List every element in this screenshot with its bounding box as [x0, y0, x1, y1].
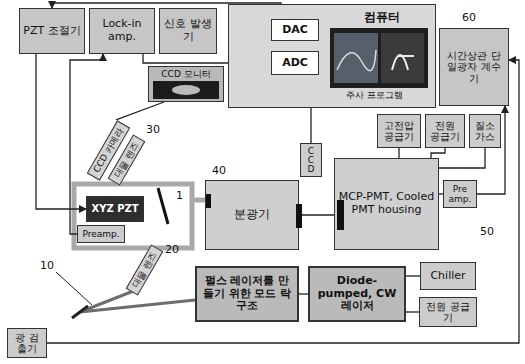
box-text: CCD 모니터 [161, 69, 210, 79]
callout-number: 10 [40, 260, 54, 272]
signal-wire [299, 214, 334, 215]
signal-wire [431, 148, 445, 158]
box-text: 전원 공급기 [423, 301, 473, 324]
box-text: 전원 공급기 [429, 120, 461, 143]
signal-wire [406, 275, 420, 276]
box-text: Chiller [430, 270, 465, 283]
screen-plot [337, 50, 376, 71]
signal-wire [439, 148, 485, 168]
computer-box: 컴퓨터 DAC ADC [228, 4, 436, 108]
device-box: Chiller [420, 262, 476, 290]
device-box: XYZ PZT [86, 196, 144, 222]
signal-wire [299, 293, 308, 294]
screen-panel [381, 33, 424, 83]
box-text: 컴퓨터 [364, 11, 400, 25]
box-text: Diode-pumped, CW 레이저 [313, 275, 401, 313]
box-text: 질소 가스 [473, 120, 497, 143]
signal-wire [406, 311, 419, 312]
port [337, 200, 344, 230]
beam-frame [74, 184, 192, 248]
device-box: 펄스 레이저를 만들기 위한 모드 락 구조 [195, 266, 299, 322]
signal-wire [36, 54, 86, 209]
box-text: 대물 렌즈 [130, 251, 158, 290]
signal-beam [192, 198, 205, 203]
device-box: 광 검출기 [7, 328, 47, 358]
device-box: 신호 발생기 [159, 8, 217, 54]
callout-number: 30 [146, 124, 160, 136]
device-box: 시간상관 단일광자 계수기 [439, 28, 509, 106]
device-box: 전원 공급기 [419, 297, 477, 327]
callout-number: 60 [462, 12, 476, 24]
box-text: Lock-in amp. [93, 18, 151, 43]
box-text: 시간상관 단일광자 계수기 [443, 50, 505, 85]
device-box: DAC [271, 19, 319, 41]
callout-number: 20 [165, 244, 179, 256]
leader-line [56, 272, 92, 305]
box-text: 광 검출기 [11, 332, 43, 355]
box-text: MCP-PMT, Cooled PMT housing [338, 191, 435, 216]
device-box: Diode-pumped, CW 레이저 [308, 266, 406, 322]
box-text: CCD [307, 147, 316, 174]
box-text: 분광기 [234, 208, 270, 222]
box-text: 신호 발생기 [163, 18, 213, 43]
monitor-image [172, 85, 200, 95]
box-text: PZT 조절기 [23, 25, 80, 38]
box-text: Pre amp. [447, 184, 473, 205]
box-text: 펄스 레이저를 만들기 위한 모드 락 구조 [200, 275, 294, 313]
port [206, 194, 211, 208]
callout-number: 40 [212, 165, 226, 177]
device-box: PZT 조절기 [19, 8, 85, 54]
box-text: Preamp. [82, 229, 119, 239]
monitor-image [153, 81, 219, 99]
port [296, 204, 302, 228]
device-box: CCD [300, 143, 322, 177]
device-box: 질소 가스 [469, 114, 501, 148]
monitor-screen [330, 28, 428, 88]
callout-number: 50 [480, 226, 494, 238]
device-box: 전원 공급기 [425, 114, 465, 148]
optic-part-box: 대물 렌즈 [125, 244, 163, 295]
box-text: ADC [282, 57, 308, 70]
callout-number: 1 [176, 190, 183, 202]
box-text: DAC [282, 24, 308, 37]
device-box: 분광기 [205, 180, 299, 250]
signal-wire [116, 102, 164, 120]
signal-wire [398, 148, 399, 158]
mirror [72, 306, 88, 318]
screen-plot [392, 55, 414, 70]
device-box: MCP-PMT, Cooled PMT housing [334, 158, 439, 250]
screen-caption: 주사 프로그램 [346, 91, 403, 101]
device-box: CCD 모니터 [148, 66, 224, 102]
device-box: ADC [271, 51, 319, 75]
box-text: 고전압 공급기 [381, 120, 417, 143]
device-box: 고전압 공급기 [377, 114, 421, 148]
box-text: XYZ PZT [91, 203, 138, 215]
device-box: Lock-in amp. [89, 8, 155, 54]
device-box: Preamp. [77, 225, 125, 243]
sample [158, 188, 168, 224]
device-box: Pre amp. [443, 180, 477, 208]
screen-panel [334, 33, 378, 83]
